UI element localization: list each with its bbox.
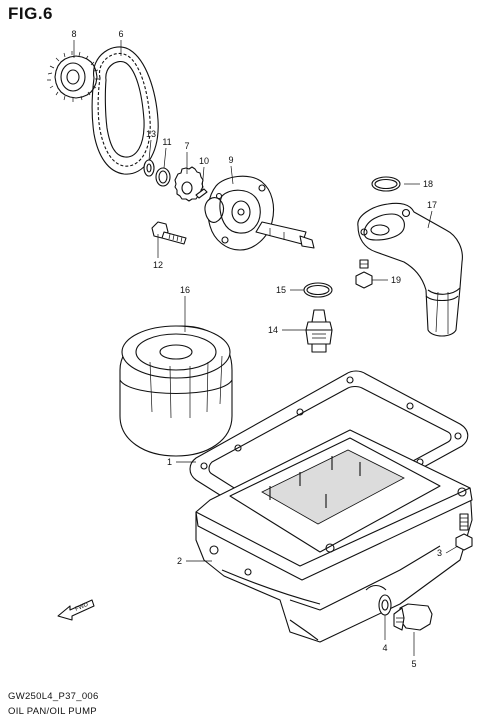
part-15-o-ring: [303, 282, 333, 298]
part-13-washer: [143, 159, 155, 177]
callout-12: 12: [153, 260, 163, 270]
part-5-drain-plug: [393, 603, 433, 631]
callout-labels: 8 6 13 11 7 10 9 12 18 17 19 15 14 16 1 …: [71, 29, 442, 669]
part-17-oil-strainer: [357, 202, 463, 337]
figure-code: GW250L4_P37_006: [8, 691, 99, 702]
callout-18: 18: [423, 179, 433, 189]
part-8-sprocket: [47, 51, 99, 102]
part-3-bolt: [455, 513, 473, 551]
part-18-o-ring: [371, 176, 401, 192]
callout-17: 17: [427, 200, 437, 210]
part-10-pin: [195, 188, 208, 199]
part-7-pump-gear: [174, 166, 204, 202]
callout-8: 8: [71, 29, 76, 39]
callout-16: 16: [180, 285, 190, 295]
callout-9: 9: [228, 155, 233, 165]
callout-10: 10: [199, 156, 209, 166]
part-9-oil-pump: [204, 175, 315, 251]
callout-11: 11: [162, 137, 171, 147]
part-12-bolt: [151, 221, 187, 245]
callout-5: 5: [411, 659, 416, 669]
figure-title: FIG.6: [8, 4, 54, 23]
callout-13: 13: [146, 129, 156, 139]
callout-2: 2: [177, 556, 182, 566]
callout-19: 19: [391, 275, 401, 285]
part-11-circlip: [155, 167, 171, 187]
figure-description: OIL PAN/OIL PUMP: [8, 706, 97, 717]
callout-7: 7: [184, 141, 189, 151]
part-6-chain: [91, 46, 159, 175]
part-2-oil-pan: [195, 429, 473, 643]
callout-4: 4: [382, 643, 387, 653]
callout-3: 3: [437, 548, 442, 558]
callout-15: 15: [276, 285, 286, 295]
callout-1: 1: [167, 457, 172, 467]
callout-14: 14: [268, 325, 278, 335]
callout-6: 6: [118, 29, 123, 39]
fwd-arrow-icon: FWD: [57, 599, 95, 621]
leader-lines: [73, 40, 459, 656]
part-4-washer: [378, 594, 392, 616]
part-14-pressure-switch: [305, 309, 333, 353]
part-19-bolt: [355, 259, 373, 289]
fwd-label: FWD: [74, 602, 90, 613]
part-16-oil-filter: [119, 325, 233, 457]
